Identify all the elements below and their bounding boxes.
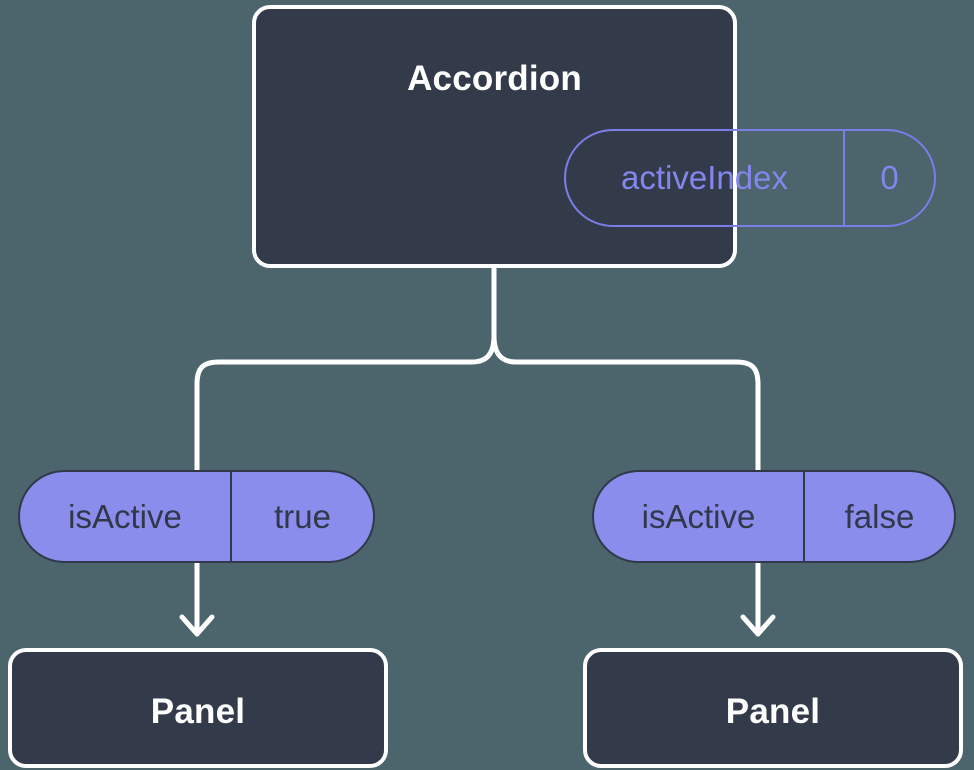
node-panel-right[interactable]: Panel — [583, 648, 963, 768]
right-branch-connector — [491, 333, 761, 473]
prop-badge-isactive-false[interactable]: isActive false — [592, 470, 956, 563]
left-panel-arrowhead-icon — [179, 614, 215, 637]
state-badge-value: 0 — [880, 159, 899, 196]
right-panel-arrowhead-icon — [740, 614, 776, 637]
node-panel-left[interactable]: Panel — [8, 648, 388, 768]
state-badge-key: activeIndex — [566, 131, 845, 225]
node-panel-left-label: Panel — [150, 692, 246, 731]
prop-badge-value: false — [844, 497, 915, 535]
prop-badge-value: true — [274, 497, 331, 535]
node-accordion[interactable]: Accordion activeIndex 0 — [252, 5, 936, 268]
prop-badge-key: isActive — [20, 472, 232, 561]
prop-badge-key: isActive — [594, 472, 805, 561]
state-badge-activeindex[interactable]: activeIndex 0 — [564, 129, 936, 227]
prop-badge-isactive-true[interactable]: isActive true — [18, 470, 375, 563]
node-panel-right-label: Panel — [725, 692, 821, 731]
left-branch-connector — [194, 333, 497, 473]
node-accordion-label: Accordion — [407, 59, 582, 98]
